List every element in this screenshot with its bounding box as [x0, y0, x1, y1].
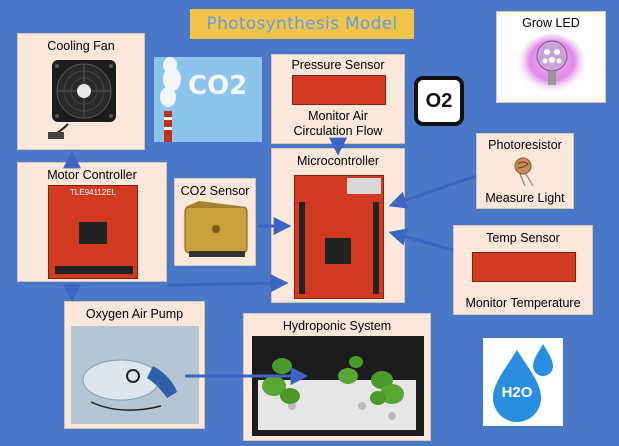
grow-led-label: Grow LED: [522, 16, 580, 30]
fan-icon: [48, 58, 120, 140]
title-box: Photosynthesis Model: [190, 9, 414, 39]
motor-controller-card: Motor Controller TLE94112EL: [17, 162, 167, 282]
microcontroller-label: Microcontroller: [297, 154, 379, 168]
pressure-sensor-card: Pressure Sensor Monitor Air Circulation …: [271, 54, 405, 144]
led-bulb-icon: [517, 34, 587, 100]
water-drop-tile: H2O: [483, 338, 563, 426]
oxygen-pump-label: Oxygen Air Pump: [85, 307, 184, 321]
usb-connector: [347, 178, 381, 194]
co2-sensor-card: CO2 Sensor: [174, 178, 256, 266]
motor-controller-label: Motor Controller: [47, 168, 137, 182]
pressure-sensor-board: [292, 75, 386, 105]
photoresistor-icon: [511, 156, 541, 187]
microcontroller-board: [294, 175, 384, 299]
hydroponic-photo: [252, 336, 424, 436]
co2-cloud-tile: CO2: [154, 57, 262, 142]
pin-header-right: [373, 202, 379, 294]
co2-sensor-label: CO2 Sensor: [180, 184, 250, 198]
photoresistor-caption: Measure Light: [485, 191, 565, 205]
temp-sensor-caption: Monitor Temperature: [465, 296, 581, 310]
hydroponic-label: Hydroponic System: [282, 319, 392, 333]
arrow-controller-to-mcu: [167, 274, 289, 293]
cooling-fan-card: Cooling Fan: [17, 33, 145, 150]
pressure-sensor-label: Pressure Sensor: [291, 58, 385, 72]
co2-cloud-text: CO2: [188, 71, 248, 101]
o2-icon: O2: [414, 76, 464, 126]
smokestack-icon: [160, 57, 181, 142]
h2o-text: H2O: [501, 384, 533, 401]
motor-chip-label: TLE94112EL: [69, 188, 117, 197]
microcontroller-card: Microcontroller: [271, 148, 405, 303]
temp-sensor-label: Temp Sensor: [486, 231, 560, 245]
grow-led-card: Grow LED: [496, 11, 606, 103]
co2-sensor-module: [183, 201, 249, 261]
air-pump-photo: [71, 326, 199, 424]
header-pins: [55, 266, 133, 274]
pressure-sensor-caption: Monitor Air Circulation Flow: [293, 109, 383, 138]
mcu-chip: [325, 238, 351, 264]
cooling-fan-label: Cooling Fan: [47, 39, 115, 53]
motor-chip: [79, 222, 107, 244]
oxygen-pump-card: Oxygen Air Pump: [64, 301, 205, 429]
temp-sensor-card: Temp Sensor Monitor Temperature: [453, 225, 593, 315]
diagram-title: Photosynthesis Model: [206, 14, 398, 34]
photoresistor-card: Photoresistor Measure Light: [476, 133, 574, 209]
pin-header-left: [299, 202, 305, 294]
motor-controller-board: TLE94112EL: [48, 185, 138, 279]
temp-sensor-board: [472, 252, 576, 282]
photoresistor-label: Photoresistor: [488, 138, 562, 152]
hydroponic-card: Hydroponic System: [243, 313, 431, 441]
water-drop-icon: [493, 344, 553, 422]
